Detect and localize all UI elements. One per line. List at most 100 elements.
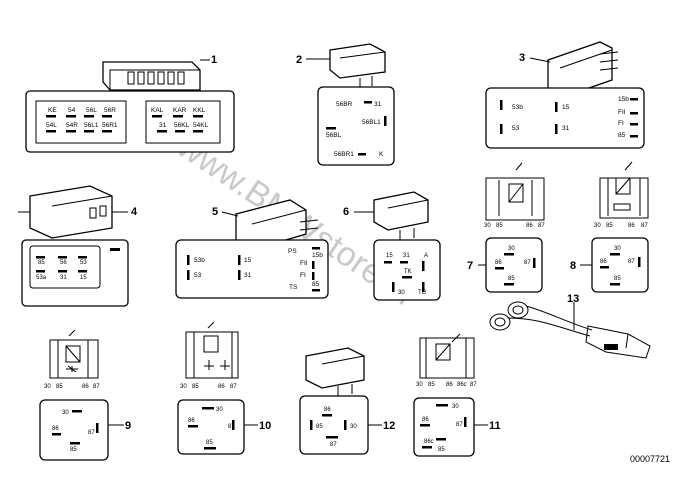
pin-label: TG — [418, 290, 427, 296]
part-number-11: 11 — [489, 420, 501, 432]
part-13: 13 — [489, 293, 651, 359]
pin-label: KE — [48, 107, 57, 114]
part-1: 1 KE 54 56L 56R 54L 54R 56L1 56R1 KAL KA… — [25, 54, 235, 153]
part-4: 4 85 56 53 53a 31 15 — [18, 185, 138, 307]
pin-label: 53a — [36, 275, 47, 281]
part-number-9: 9 — [125, 420, 131, 432]
pin-label: 31 — [403, 253, 410, 259]
pin-label: 30 — [484, 223, 491, 229]
pin-label: 15b — [312, 252, 323, 259]
pin-label: 85 — [438, 447, 445, 453]
pin-label: 85 — [496, 223, 503, 229]
pin-label: KKL — [193, 107, 206, 114]
pin-label: 87 — [230, 384, 237, 390]
part-number-6: 6 — [343, 206, 349, 218]
pin-label: 31 — [562, 125, 570, 132]
part-3: 3 15b 53b 15 FII FI 53 31 85 — [485, 41, 645, 149]
part-12: 12 86 85 30 87 — [299, 347, 395, 455]
pin-label: 87 — [330, 442, 337, 448]
pin-label: 86c — [457, 382, 467, 388]
pin-label: 85 — [428, 382, 435, 388]
pin-label: 86c — [424, 439, 434, 445]
pin-label: 86 — [188, 418, 195, 424]
pin-label: 56BL1 — [362, 119, 381, 126]
pin-label: 86 — [422, 417, 429, 423]
pin-label: 56BL — [326, 132, 342, 139]
part-10: 30 85 86 87 10 30 86 87 85 — [177, 321, 271, 455]
part-number-1: 1 — [211, 54, 217, 66]
pin-label: 87 — [641, 223, 648, 229]
pin-label: 86 — [495, 260, 502, 266]
pin-label: 56 — [60, 260, 67, 266]
pin-label: TK — [404, 269, 412, 275]
pin-label: 56L — [86, 107, 97, 114]
pin-label: PS — [288, 248, 297, 255]
pin-label: 31 — [60, 275, 67, 281]
pin-label: 85 — [618, 132, 626, 139]
pin-label: 87 — [524, 260, 531, 266]
part-number-8: 8 — [570, 260, 576, 272]
pin-label: 87 — [628, 259, 635, 265]
part-7: 30 85 86 87 7 30 86 87 85 — [467, 162, 545, 293]
pin-label: 31 — [244, 272, 252, 279]
pin-label: 56R1 — [102, 122, 118, 129]
pin-label: 85 — [56, 384, 63, 390]
pin-label: 87 — [470, 382, 477, 388]
pin-label: 56L1 — [84, 122, 99, 129]
pin-label: 30 — [62, 410, 69, 416]
part-number-10: 10 — [259, 420, 271, 432]
pin-label: 86 — [446, 382, 453, 388]
pin-label: 15 — [562, 104, 570, 111]
pin-label: 53b — [194, 257, 205, 264]
pin-label: 30 — [350, 424, 357, 430]
pin-label: 85 — [70, 447, 77, 453]
pin-label: FI — [300, 272, 306, 279]
pin-label: 30 — [452, 404, 459, 410]
pin-label: KAR — [173, 107, 187, 114]
pin-label: 86 — [52, 426, 59, 432]
pin-label: 56BR1 — [334, 151, 354, 158]
pin-label: 87 — [538, 223, 545, 229]
pin-label: 56R — [104, 107, 116, 114]
pin-label: 54L — [46, 122, 57, 129]
pin-label: 85 — [316, 424, 323, 430]
pin-label: 87 — [88, 430, 95, 436]
pin-label: 85 — [508, 276, 515, 282]
pin-label: 30 — [614, 246, 621, 252]
pin-label: 86 — [82, 384, 89, 390]
pin-label: 15 — [386, 253, 393, 259]
pin-label: 30 — [508, 246, 515, 252]
pin-label: 53 — [80, 260, 87, 266]
pin-label: 85 — [206, 440, 213, 446]
pin-label: 86 — [600, 259, 607, 265]
reference-number: 00007721 — [630, 454, 670, 464]
pin-label: 31 — [374, 101, 382, 108]
part-8: 30 85 86 87 8 30 86 87 85 — [570, 161, 649, 293]
pin-label: K — [379, 151, 384, 158]
pin-label: 56BR — [336, 101, 353, 108]
pin-label: 30 — [594, 223, 601, 229]
pin-label: 86 — [526, 223, 533, 229]
pin-label: 30 — [398, 290, 405, 296]
pin-label: 85 — [312, 281, 320, 288]
pin-label: FII — [618, 109, 626, 116]
pin-label: KAL — [151, 107, 164, 114]
part-6: 6 15 31 A TK 30 TG — [343, 191, 441, 301]
part-number-5: 5 — [212, 206, 218, 218]
pin-label: 15 — [80, 275, 87, 281]
pin-label: TS — [289, 284, 298, 291]
pin-label: 30 — [216, 407, 223, 413]
pin-label: 53 — [194, 272, 202, 279]
part-number-13: 13 — [567, 293, 579, 305]
pin-label: 54KL — [193, 122, 209, 129]
pin-label: A — [424, 253, 428, 259]
pin-label: 85 — [606, 223, 613, 229]
part-2: 2 56BR 31 56BL1 56BL 56BR1 K — [296, 43, 395, 166]
pin-label: 54 — [68, 107, 76, 114]
pin-label: 54R — [66, 122, 78, 129]
part-number-2: 2 — [296, 54, 302, 66]
part-number-4: 4 — [131, 206, 138, 218]
pin-label: 85 — [38, 260, 45, 266]
part-number-3: 3 — [519, 52, 525, 64]
